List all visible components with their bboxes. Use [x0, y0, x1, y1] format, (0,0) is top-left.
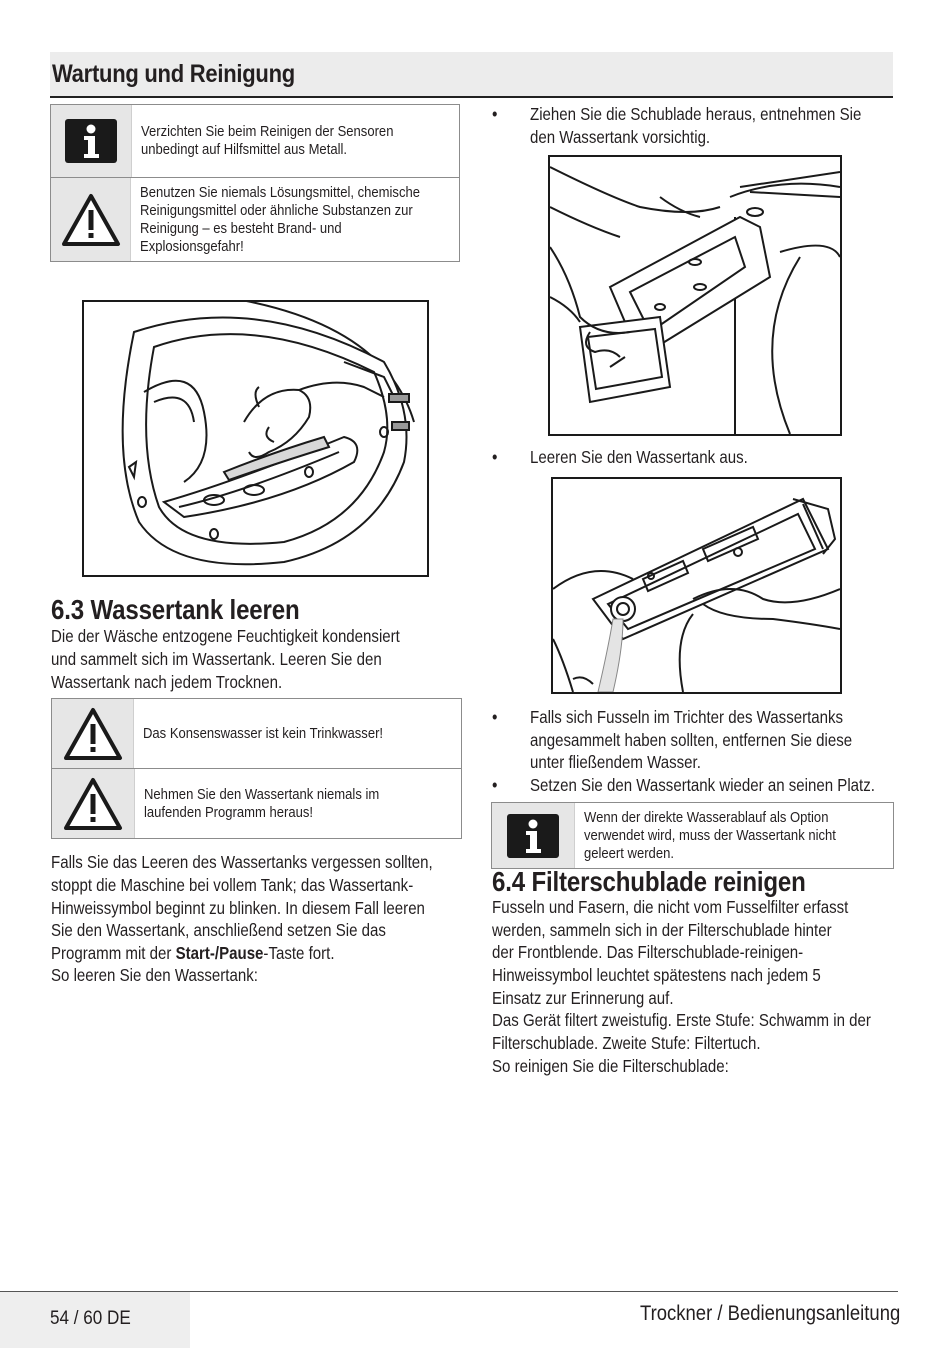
- page-title: Wartung und Reinigung: [52, 60, 295, 88]
- section-6-4-line: Filterschublade. Zweite Stufe: Filtertuc…: [492, 1033, 761, 1053]
- section-6-4-line: Fusseln und Fasern, die nicht vom Fussel…: [492, 897, 849, 917]
- start-pause-key-label: Start-/Pause: [175, 943, 264, 963]
- notice-row-info: Verzichten Sie beim Reinigen der Sensore…: [51, 105, 459, 177]
- section-6-4-line: werden, sammeln sich in der Filterschubl…: [492, 920, 832, 940]
- section-6-3-body-line: Hinweissymbol beginnt zu blinken. In die…: [51, 898, 425, 918]
- section-6-3-intro-line: Die der Wäsche entzogene Feuchtigkeit ko…: [51, 626, 400, 646]
- notice-text: Das Konsenswasser ist kein Trinkwasser!: [143, 725, 384, 742]
- bullet-text: Leeren Sie den Wassertank aus.: [530, 447, 748, 467]
- bullet-text: unter fließendem Wasser.: [530, 752, 701, 772]
- bullet-text: Setzen Sie den Wassertank wieder an sein…: [530, 775, 875, 795]
- bullet-marker: •: [492, 104, 498, 124]
- section-6-3-body-line: Falls Sie das Leeren des Wassertanks ver…: [51, 852, 433, 872]
- footer-page-box: [0, 1292, 190, 1348]
- body-text: Programm mit der: [51, 943, 176, 963]
- empty-tank-illustration: [551, 477, 842, 694]
- section-6-3-body-line: stoppt die Maschine bei vollem Tank; das…: [51, 875, 414, 895]
- section-6-4-line: Einsatz zur Erinnerung auf.: [492, 988, 674, 1008]
- info-icon: [492, 803, 575, 868]
- bullet-text: Falls sich Fusseln im Trichter des Wasse…: [530, 707, 844, 727]
- bullet-text: Ziehen Sie die Schublade heraus, entnehm…: [530, 104, 862, 124]
- direct-drain-info-box: Wenn der direkte Wasserablauf als Option…: [491, 802, 894, 869]
- divider: [52, 768, 461, 769]
- footer-divider: [0, 1291, 898, 1292]
- bullet-marker: •: [492, 775, 498, 795]
- bullet-marker: •: [492, 447, 498, 467]
- bullet-marker: •: [492, 707, 498, 727]
- info-icon: [51, 105, 132, 177]
- body-text: -Taste fort.: [263, 943, 335, 963]
- section-6-3-body-line: Sie den Wassertank, anschließend setzen …: [51, 920, 386, 940]
- section-6-3-body-line: Programm mit der Start-/Pause-Taste fort…: [51, 942, 335, 965]
- section-6-4-line: So reinigen Sie die Filterschublade:: [492, 1056, 729, 1076]
- section-6-3-intro-line: und sammelt sich im Wassertank. Leeren S…: [51, 649, 382, 669]
- notice-row-warning: Das Konsenswasser ist kein Trinkwasser!: [52, 699, 461, 768]
- sensor-cleaning-illustration: [82, 300, 429, 577]
- header-bar: [50, 52, 893, 98]
- section-title-6-4: 6.4 Filterschublade reinigen: [492, 866, 806, 897]
- section-6-3-intro-line: Wassertank nach jedem Trocknen.: [51, 672, 283, 692]
- notice-row-warning: Benutzen Sie niemals Lösungsmittel, chem…: [51, 178, 459, 261]
- notice-text: Wenn der direkte Wasserablauf als Option…: [584, 809, 836, 862]
- warning-icon: [51, 178, 132, 261]
- divider: [51, 177, 459, 178]
- document-title: Trockner / Bedienungsanleitung: [640, 1302, 901, 1325]
- notice-row-warning: Nehmen Sie den Wassertank niemals im lau…: [52, 769, 461, 838]
- notice-text: Nehmen Sie den Wassertank niemals im lau…: [144, 786, 380, 821]
- section-title-6-3: 6.3 Wassertank leeren: [51, 594, 300, 625]
- page-number: 54 / 60 DE: [50, 1308, 131, 1329]
- section-6-4-line: der Frontblende. Das Filterschublade-rei…: [492, 942, 804, 962]
- water-tank-warning-box: Das Konsenswasser ist kein Trinkwasser! …: [51, 698, 462, 839]
- warning-icon: [52, 699, 135, 768]
- bullet-text: angesammelt haben sollten, entfernen Sie…: [530, 730, 853, 750]
- bullet-text: den Wassertank vorsichtig.: [530, 127, 711, 147]
- warning-icon: [52, 769, 135, 838]
- section-6-4-line: Hinweissymbol leuchtet spätestens nach j…: [492, 965, 821, 985]
- section-6-3-body-line: So leeren Sie den Wassertank:: [51, 965, 258, 985]
- notice-row-info: Wenn der direkte Wasserablauf als Option…: [492, 803, 893, 868]
- notice-text: Verzichten Sie beim Reinigen der Sensore…: [141, 124, 394, 158]
- drawer-removal-illustration: [548, 155, 842, 436]
- sensor-notice-box: Verzichten Sie beim Reinigen der Sensore…: [50, 104, 460, 262]
- section-6-4-line: Das Gerät filtert zweistufig. Erste Stuf…: [492, 1010, 871, 1030]
- notice-text: Benutzen Sie niemals Lösungsmittel, chem…: [140, 184, 421, 255]
